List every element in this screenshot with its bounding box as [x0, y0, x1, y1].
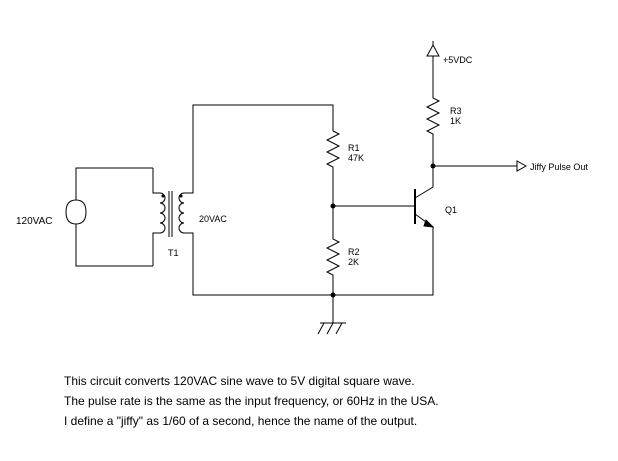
caption: This circuit converts 120VAC sine wave t…	[64, 371, 604, 431]
ac-source	[65, 167, 153, 267]
transistor-label: Q1	[445, 205, 457, 215]
r3-name: R3	[450, 106, 462, 116]
output-arrow-icon	[516, 160, 528, 172]
junction-dot	[430, 163, 436, 169]
junction-dot	[179, 194, 183, 198]
caption-line-1: This circuit converts 120VAC sine wave t…	[64, 374, 415, 388]
junction-dot	[330, 292, 336, 298]
transformer-t1	[152, 104, 334, 296]
r2-value: 2K	[348, 257, 359, 267]
source-label: 120VAC	[16, 216, 53, 227]
primary-winding	[159, 192, 166, 234]
ground-rail	[333, 227, 434, 296]
r2-name: R2	[348, 247, 360, 257]
caption-line-3: I define a "jiffy" as 1/60 of a second, …	[64, 414, 418, 428]
r1-value: 47K	[348, 153, 364, 163]
junction-dot	[161, 194, 165, 198]
resistor-r1	[325, 130, 341, 206]
ground-icon	[317, 295, 346, 335]
supply-label: +5VDC	[443, 55, 473, 65]
secondary-voltage-label: 20VAC	[199, 214, 227, 224]
r1-name: R1	[348, 143, 360, 153]
resistor-r2	[325, 206, 341, 295]
ac-source-symbol	[65, 199, 87, 225]
r3-value: 1K	[450, 116, 461, 126]
caption-line-2: The pulse rate is the same as the input …	[64, 394, 439, 408]
transistor-q1	[414, 166, 435, 228]
supply-arrow-icon	[426, 41, 440, 57]
transformer-label: T1	[168, 248, 179, 258]
output-label: Jiffy Pulse Out	[530, 162, 588, 172]
secondary-winding	[178, 192, 185, 234]
junction-dot	[330, 203, 336, 209]
resistor-r3	[425, 56, 441, 166]
